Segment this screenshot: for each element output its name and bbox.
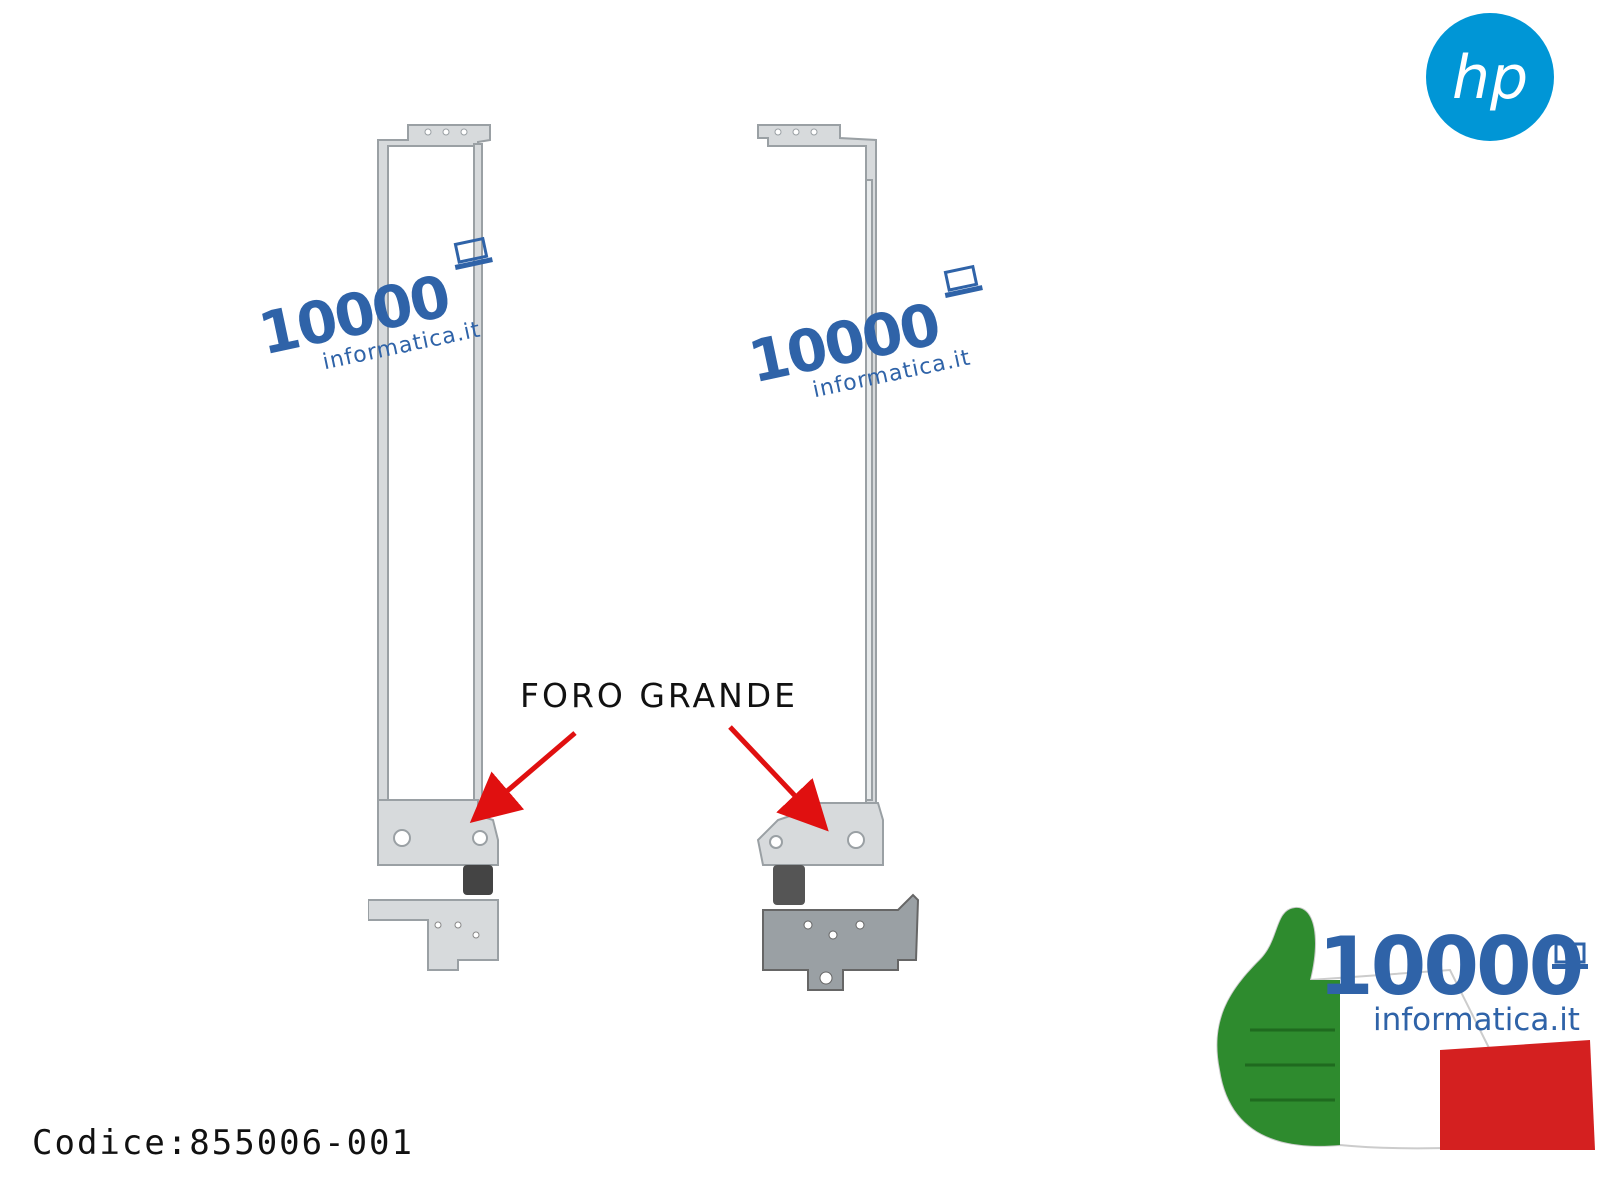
laptop-icon [943,264,983,298]
laptop-icon [1552,942,1588,969]
store-badge-number: 10000 [1318,920,1584,1013]
watermark-left: 10000 informatica.it [247,220,520,404]
store-badge-domain: informatica.it [1373,1002,1580,1038]
watermark-right: 10000 informatica.it [737,248,1010,432]
annotation-label: FORO GRANDE [520,676,799,715]
thumbs-up-flag-icon [1216,906,1595,1150]
product-code: Codice:855006-001 [32,1123,414,1163]
laptop-icon [453,236,493,270]
hinge-left [368,124,499,971]
hp-logo: hp [1426,13,1554,141]
hp-logo-text: hp [1452,43,1528,113]
